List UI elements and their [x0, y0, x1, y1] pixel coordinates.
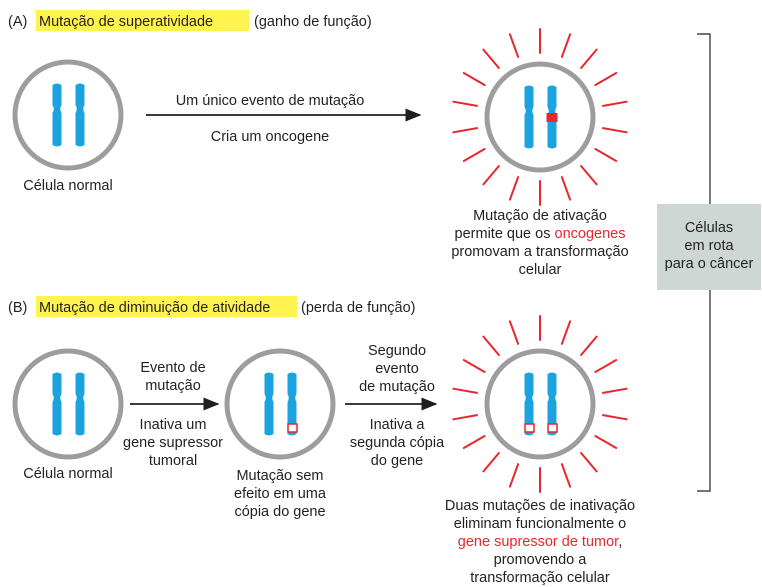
panel-a-ray — [482, 48, 500, 69]
panel-b-arrow2-top-line3: de mutação — [359, 379, 435, 395]
panel-b-ray — [508, 463, 520, 488]
panel-a-ray — [602, 127, 628, 134]
panel-b-ray — [594, 435, 618, 449]
panel-b-ray — [452, 414, 478, 421]
panel-a-ray — [508, 33, 520, 58]
panel-b-middle-cell-mutation-mark — [287, 423, 298, 433]
panel-a-ray — [580, 48, 598, 69]
panel-b-arrow2-bottom-line1: Inativa a — [370, 417, 426, 433]
panel-a-arrow-bottom-text: Cria um oncogene — [211, 129, 330, 145]
panel-a-ray — [560, 33, 572, 58]
panel-b-transformed-cell-mutation-mark-2 — [547, 423, 558, 433]
panel-b-result-line3: gene supressor de tumor, — [458, 534, 622, 550]
panel-b-arrow1-top-line2: mutação — [145, 378, 201, 394]
panel-b-title-highlight — [36, 296, 297, 317]
panel-b-ray — [452, 387, 478, 394]
panel-b-transformed-cell — [452, 315, 628, 493]
panel-b-label: (B) — [8, 300, 27, 316]
panel-a-normal-cell-label: Célula normal — [23, 178, 112, 194]
panel-b-title-rest: (perda de função) — [301, 300, 415, 316]
panel-a-ray — [482, 165, 500, 186]
panel-b-arrow2-bottom-line2: segunda cópia — [350, 435, 445, 451]
panel-a-result-line1: Mutação de ativação — [473, 208, 607, 224]
panel-b-middle-cell-label-line3: cópia do gene — [234, 504, 325, 520]
panel-b-ray — [594, 359, 618, 373]
panel-a-normal-cell — [12, 59, 124, 171]
side-box — [657, 204, 761, 290]
panel-b-result-line1: Duas mutações de inativação — [445, 498, 635, 514]
panel-b-rays — [452, 315, 628, 493]
panel-b-ray — [580, 335, 598, 356]
panel-b-ray — [508, 320, 520, 345]
panel-b: (B) Mutação de diminuição de atividade (… — [8, 296, 635, 586]
panel-a-label: (A) — [8, 14, 27, 30]
panel-b-normal-cell-label: Célula normal — [23, 466, 112, 482]
panel-b-middle-cell — [224, 348, 336, 460]
panel-b-ray — [580, 452, 598, 473]
panel-a-ray — [462, 72, 486, 86]
panel-a-ray — [452, 100, 478, 107]
panel-b-result-line2: eliminam funcionalmente o — [454, 516, 626, 532]
panel-a-result-line3: promovam a transformação — [451, 244, 628, 260]
panel-a-ray — [594, 72, 618, 86]
panel-b-ray — [482, 335, 500, 356]
panel-b-ray — [462, 359, 486, 373]
panel-b-arrow1-top-line1: Evento de — [140, 360, 205, 376]
panel-b-ray — [462, 435, 486, 449]
panel-a: (A) Mutação de superatividade (ganho de … — [8, 10, 629, 278]
panel-a-result-line2: permite que os oncogenes — [455, 226, 626, 242]
panel-a-transformed-cell — [452, 28, 628, 206]
side-box-line3: para o câncer — [665, 256, 754, 272]
panel-b-title-highlight-text: Mutação de diminuição de atividade — [39, 300, 270, 316]
panel-b-middle-cell-label-line1: Mutação sem — [236, 468, 323, 484]
panel-b-ray — [602, 387, 628, 394]
panel-b-middle-cell-label-line2: efeito em uma — [234, 486, 327, 502]
side-box-line2: em rota — [684, 238, 734, 254]
panel-b-ray — [482, 452, 500, 473]
panel-a-title-highlight-text: Mutação de superatividade — [39, 14, 213, 30]
panel-a-ray — [508, 176, 520, 201]
panel-a-result-line4: celular — [519, 262, 562, 278]
panel-b-arrow2-top-line1: Segundo — [368, 343, 426, 359]
panel-b-ray — [602, 414, 628, 421]
panel-b-arrow1-bottom-line3: tumoral — [149, 453, 197, 469]
panel-a-ray — [452, 127, 478, 134]
panel-b-arrow2-bottom-line3: do gene — [371, 453, 423, 469]
panel-b-ray — [560, 320, 572, 345]
panel-a-ray — [602, 100, 628, 107]
side-box-line1: Células — [685, 220, 733, 236]
panel-b-transformed-cell-mutation-mark-1 — [524, 423, 535, 433]
panel-b-ray — [560, 463, 572, 488]
panel-b-result-line5: transformação celular — [470, 570, 610, 586]
panel-a-ray — [560, 176, 572, 201]
panel-a-title-highlight — [36, 10, 249, 31]
panel-a-ray — [580, 165, 598, 186]
panel-b-arrow2-top-line2: evento — [375, 361, 419, 377]
panel-a-oncogene-mark — [546, 113, 558, 122]
panel-a-title-rest: (ganho de função) — [254, 14, 372, 30]
panel-b-arrow1-bottom-line1: Inativa um — [140, 417, 207, 433]
panel-b-result-line4: promovendo a — [494, 552, 588, 568]
panel-b-normal-cell — [12, 348, 124, 460]
panel-a-arrow-top-text: Um único evento de mutação — [176, 93, 365, 109]
panel-b-arrow1-bottom-line2: gene supressor — [123, 435, 223, 451]
panel-a-ray — [462, 148, 486, 162]
panel-a-ray — [594, 148, 618, 162]
panel-a-rays — [452, 28, 628, 206]
